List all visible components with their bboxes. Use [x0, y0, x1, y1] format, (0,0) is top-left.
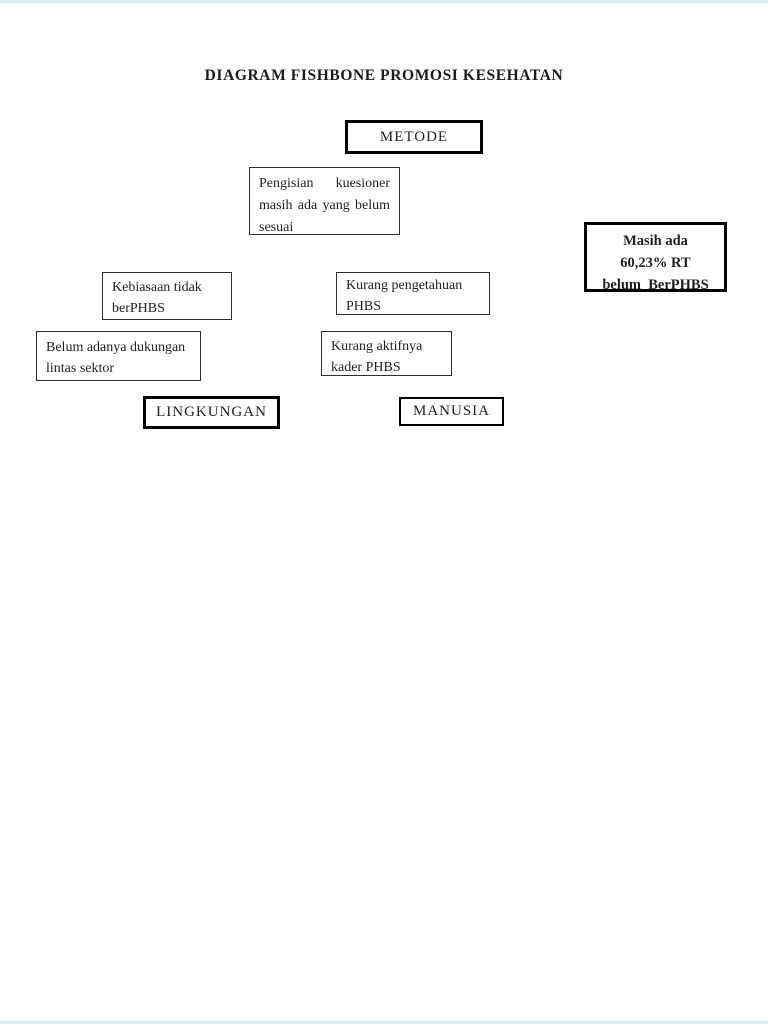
effect-text-line-3: belum BerPHBS [602, 277, 709, 293]
category-label-manusia: MANUSIA [412, 403, 490, 419]
cause-text-pengisian-kuesioner: Pengisian kuesioner masih ada yang belum… [259, 176, 390, 235]
category-label-metode: METODE [379, 128, 449, 145]
category-box-lingkungan: LINGKUNGAN [143, 396, 280, 429]
category-box-metode: METODE [345, 120, 483, 154]
category-box-manusia: MANUSIA [399, 397, 504, 426]
effect-text-line-1: Masih ada [623, 233, 688, 249]
page-edge-top-line [0, 0, 768, 3]
cause-text-belum-adanya-dukungan: Belum adanya dukungan lintas sektor [46, 340, 186, 376]
cause-box-belum-adanya-dukungan: Belum adanya dukungan lintas sektor [36, 331, 201, 381]
cause-box-kebiasaan-tidak-berphbs: Kebiasaan tidak berPHBS [102, 272, 232, 320]
cause-text-kurang-pengetahuan-phbs: Kurang pengetahuan PHBS [346, 278, 463, 314]
category-label-lingkungan: LINGKUNGAN [156, 404, 267, 420]
cause-box-kurang-aktifnya-kader: Kurang aktifnya kader PHBS [321, 331, 452, 376]
cause-box-pengisian-kuesioner: Pengisian kuesioner masih ada yang belum… [249, 167, 400, 235]
cause-text-kebiasaan-tidak-berphbs: Kebiasaan tidak berPHBS [112, 280, 202, 316]
effect-text-line-2: 60,23% RT [620, 255, 691, 271]
cause-box-kurang-pengetahuan-phbs: Kurang pengetahuan PHBS [336, 272, 490, 315]
cause-text-kurang-aktifnya-kader: Kurang aktifnya kader PHBS [331, 339, 423, 375]
effect-box-masih-ada: Masih ada 60,23% RT belum BerPHBS [584, 222, 727, 293]
page-edge-bottom-line [0, 1021, 768, 1024]
page-title: DIAGRAM FISHBONE PROMOSI KESEHATAN [204, 67, 564, 84]
